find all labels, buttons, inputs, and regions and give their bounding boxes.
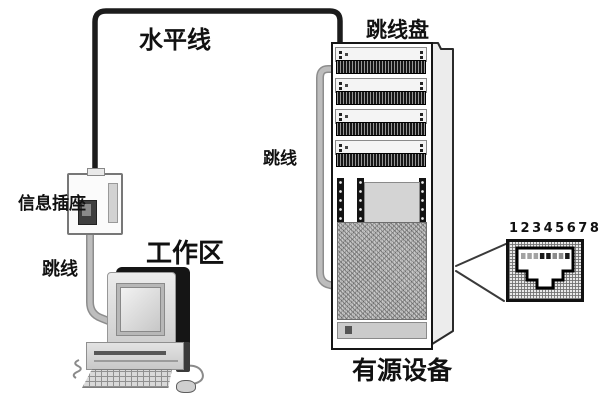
mouse — [176, 380, 196, 393]
outlet-port — [78, 200, 97, 225]
rj45-callout-lines — [455, 242, 509, 302]
outlet-side-face — [108, 183, 118, 223]
rack-jumper-label: 跳线 — [263, 149, 297, 169]
case-groove — [94, 360, 178, 362]
rack-rail — [337, 178, 344, 222]
rj45-pin-numbers: 12345678 — [509, 221, 600, 236]
computer-case — [86, 342, 184, 370]
rack-jumper-cable — [317, 66, 341, 290]
patch-panel-ports — [336, 153, 426, 167]
equipment-rack — [331, 42, 433, 350]
outlet-top-tab — [87, 168, 105, 176]
info-outlet-label: 信息插座 — [18, 194, 86, 214]
work-area-label: 工作区 — [146, 239, 225, 269]
monitor-screen — [120, 287, 161, 332]
rack-rail — [357, 178, 364, 222]
patch-panel-ports — [336, 122, 426, 136]
patch-panel-label: 跳线盘 — [366, 18, 429, 42]
monitor — [107, 272, 176, 349]
horizontal-cable — [92, 8, 343, 181]
keyboard-cord — [72, 359, 82, 379]
active-equipment-label: 有源设备 — [352, 356, 453, 385]
rack-base-panel — [337, 322, 427, 339]
rack-blank-panel — [364, 182, 420, 224]
floppy-slot — [94, 351, 166, 355]
patch-panel-ports — [336, 60, 426, 74]
rack-rail — [419, 178, 426, 222]
info-outlet-box — [67, 168, 123, 235]
patch-panel-ports — [336, 91, 426, 105]
rj45-cavity — [515, 246, 575, 290]
outlet-jumper-cable — [87, 225, 119, 327]
active-equipment-module — [337, 222, 427, 320]
rj45-jack — [506, 239, 584, 302]
monitor-bezel — [116, 283, 165, 336]
mouse-cable — [183, 364, 204, 385]
horizontal-cable-label: 水平线 — [139, 26, 211, 54]
keyboard — [82, 369, 172, 388]
outlet-jumper-label: 跳线 — [42, 259, 78, 280]
power-switch — [345, 326, 352, 334]
